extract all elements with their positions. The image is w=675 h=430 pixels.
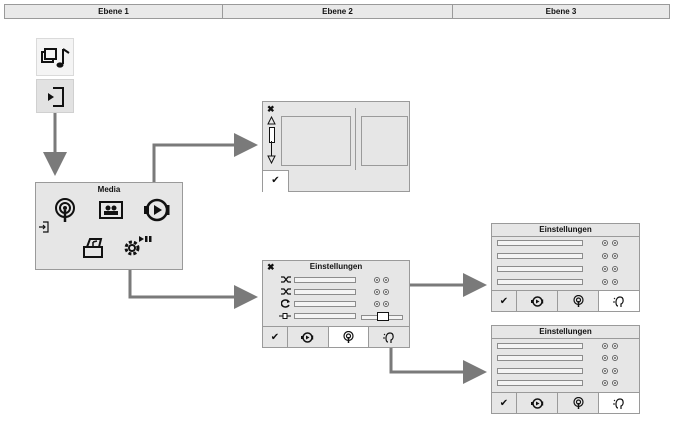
setting-bar[interactable] <box>497 253 583 259</box>
setting-bar[interactable] <box>294 277 356 283</box>
source-input-button[interactable] <box>36 79 74 113</box>
setting-bar[interactable] <box>294 301 356 307</box>
title-underline <box>492 236 639 237</box>
settings-panel-level3-top: Einstellungen ✔ <box>491 223 640 312</box>
option-dot[interactable] <box>612 266 618 272</box>
media-player-icon <box>301 331 314 343</box>
media-player-icon[interactable] <box>142 197 172 223</box>
option-dot[interactable] <box>383 289 389 295</box>
media-panel: Media <box>35 182 183 270</box>
option-dot[interactable] <box>602 343 608 349</box>
shuffle-icon[interactable] <box>281 275 291 284</box>
input-source-icon <box>48 87 64 107</box>
title-underline <box>492 338 639 339</box>
media-music-icon <box>41 48 70 68</box>
setting-bar[interactable] <box>497 355 583 361</box>
option-dot[interactable] <box>602 266 608 272</box>
panel-divider <box>355 108 356 170</box>
shuffle-all-icon[interactable] <box>281 287 291 296</box>
settings-panel-level3-bottom: Einstellungen ✔ <box>491 325 640 414</box>
radio-tab[interactable] <box>328 327 370 347</box>
close-icon[interactable]: ✖ <box>267 104 275 114</box>
contacts-icon[interactable] <box>99 201 123 219</box>
settings-gear-icon[interactable] <box>122 233 154 259</box>
close-icon[interactable]: ✖ <box>267 262 275 272</box>
option-dot[interactable] <box>602 355 608 361</box>
option-dot[interactable] <box>612 240 618 246</box>
setting-bar[interactable] <box>497 368 583 374</box>
media-library-icon[interactable] <box>82 237 104 259</box>
settings-title: Einstellungen <box>309 262 363 271</box>
setting-bar[interactable] <box>294 313 356 319</box>
media-player-tab[interactable] <box>517 393 558 413</box>
option-dot[interactable] <box>383 277 389 283</box>
setting-bar[interactable] <box>497 240 583 246</box>
settings-title: Einstellungen <box>539 327 592 336</box>
option-dot[interactable] <box>383 301 389 307</box>
voice-tab[interactable] <box>369 327 409 347</box>
scroll-up-icon[interactable] <box>267 116 276 125</box>
content-area-left <box>281 116 351 166</box>
confirm-tab[interactable]: ✔ <box>492 291 517 311</box>
voice-control-icon <box>613 295 624 307</box>
media-player-icon <box>530 397 543 409</box>
content-area-right <box>361 116 408 166</box>
scrollbar-thumb[interactable] <box>269 127 275 143</box>
scroll-track <box>271 141 272 156</box>
option-dot[interactable] <box>612 355 618 361</box>
media-source-button[interactable] <box>36 38 74 76</box>
option-dot[interactable] <box>612 253 618 259</box>
radio-broadcast-icon <box>343 331 354 343</box>
option-dot[interactable] <box>374 301 380 307</box>
option-dot[interactable] <box>602 240 608 246</box>
media-browse-panel: ✖ ✔ <box>262 101 410 192</box>
option-dot[interactable] <box>612 368 618 374</box>
radio-tab[interactable] <box>558 291 599 311</box>
option-dot[interactable] <box>612 380 618 386</box>
scroll-down-icon[interactable] <box>267 155 276 164</box>
confirm-tab[interactable]: ✔ <box>492 393 517 413</box>
option-dot[interactable] <box>602 253 608 259</box>
voice-control-icon <box>613 397 624 409</box>
option-dot[interactable] <box>602 368 608 374</box>
option-dot[interactable] <box>612 343 618 349</box>
radio-broadcast-icon[interactable] <box>53 197 77 223</box>
setting-bar[interactable] <box>497 279 583 285</box>
setting-bar[interactable] <box>497 266 583 272</box>
setting-bar[interactable] <box>294 289 356 295</box>
setting-bar[interactable] <box>497 343 583 349</box>
repeat-icon[interactable] <box>281 299 291 308</box>
radio-tab[interactable] <box>558 393 599 413</box>
setting-bar[interactable] <box>497 380 583 386</box>
option-dot[interactable] <box>374 289 380 295</box>
media-player-icon <box>530 295 543 307</box>
media-panel-title: Media <box>97 185 121 194</box>
confirm-tab[interactable]: ✔ <box>263 327 288 347</box>
settings-tabbar: ✔ <box>492 290 639 311</box>
settings-tabbar: ✔ <box>492 392 639 413</box>
header-level-3: Ebene 3 <box>452 4 670 19</box>
voice-control-icon <box>383 331 394 343</box>
option-dot[interactable] <box>602 279 608 285</box>
settings-tabbar: ✔ <box>263 326 409 347</box>
volume-slider-icon[interactable] <box>279 312 291 320</box>
settings-panel-level2: ✖ Einstellungen ✔ <box>262 260 410 348</box>
media-player-tab[interactable] <box>517 291 558 311</box>
media-player-tab[interactable] <box>288 327 329 347</box>
option-dot[interactable] <box>602 380 608 386</box>
option-dot[interactable] <box>612 279 618 285</box>
option-dot[interactable] <box>374 277 380 283</box>
voice-tab[interactable] <box>599 393 639 413</box>
voice-tab[interactable] <box>599 291 639 311</box>
settings-title: Einstellungen <box>539 225 592 234</box>
radio-broadcast-icon <box>572 397 584 409</box>
radio-broadcast-icon <box>572 295 584 307</box>
level-slider-knob[interactable] <box>377 312 389 321</box>
source-input-icon[interactable] <box>38 221 50 233</box>
confirm-button[interactable]: ✔ <box>263 170 289 192</box>
